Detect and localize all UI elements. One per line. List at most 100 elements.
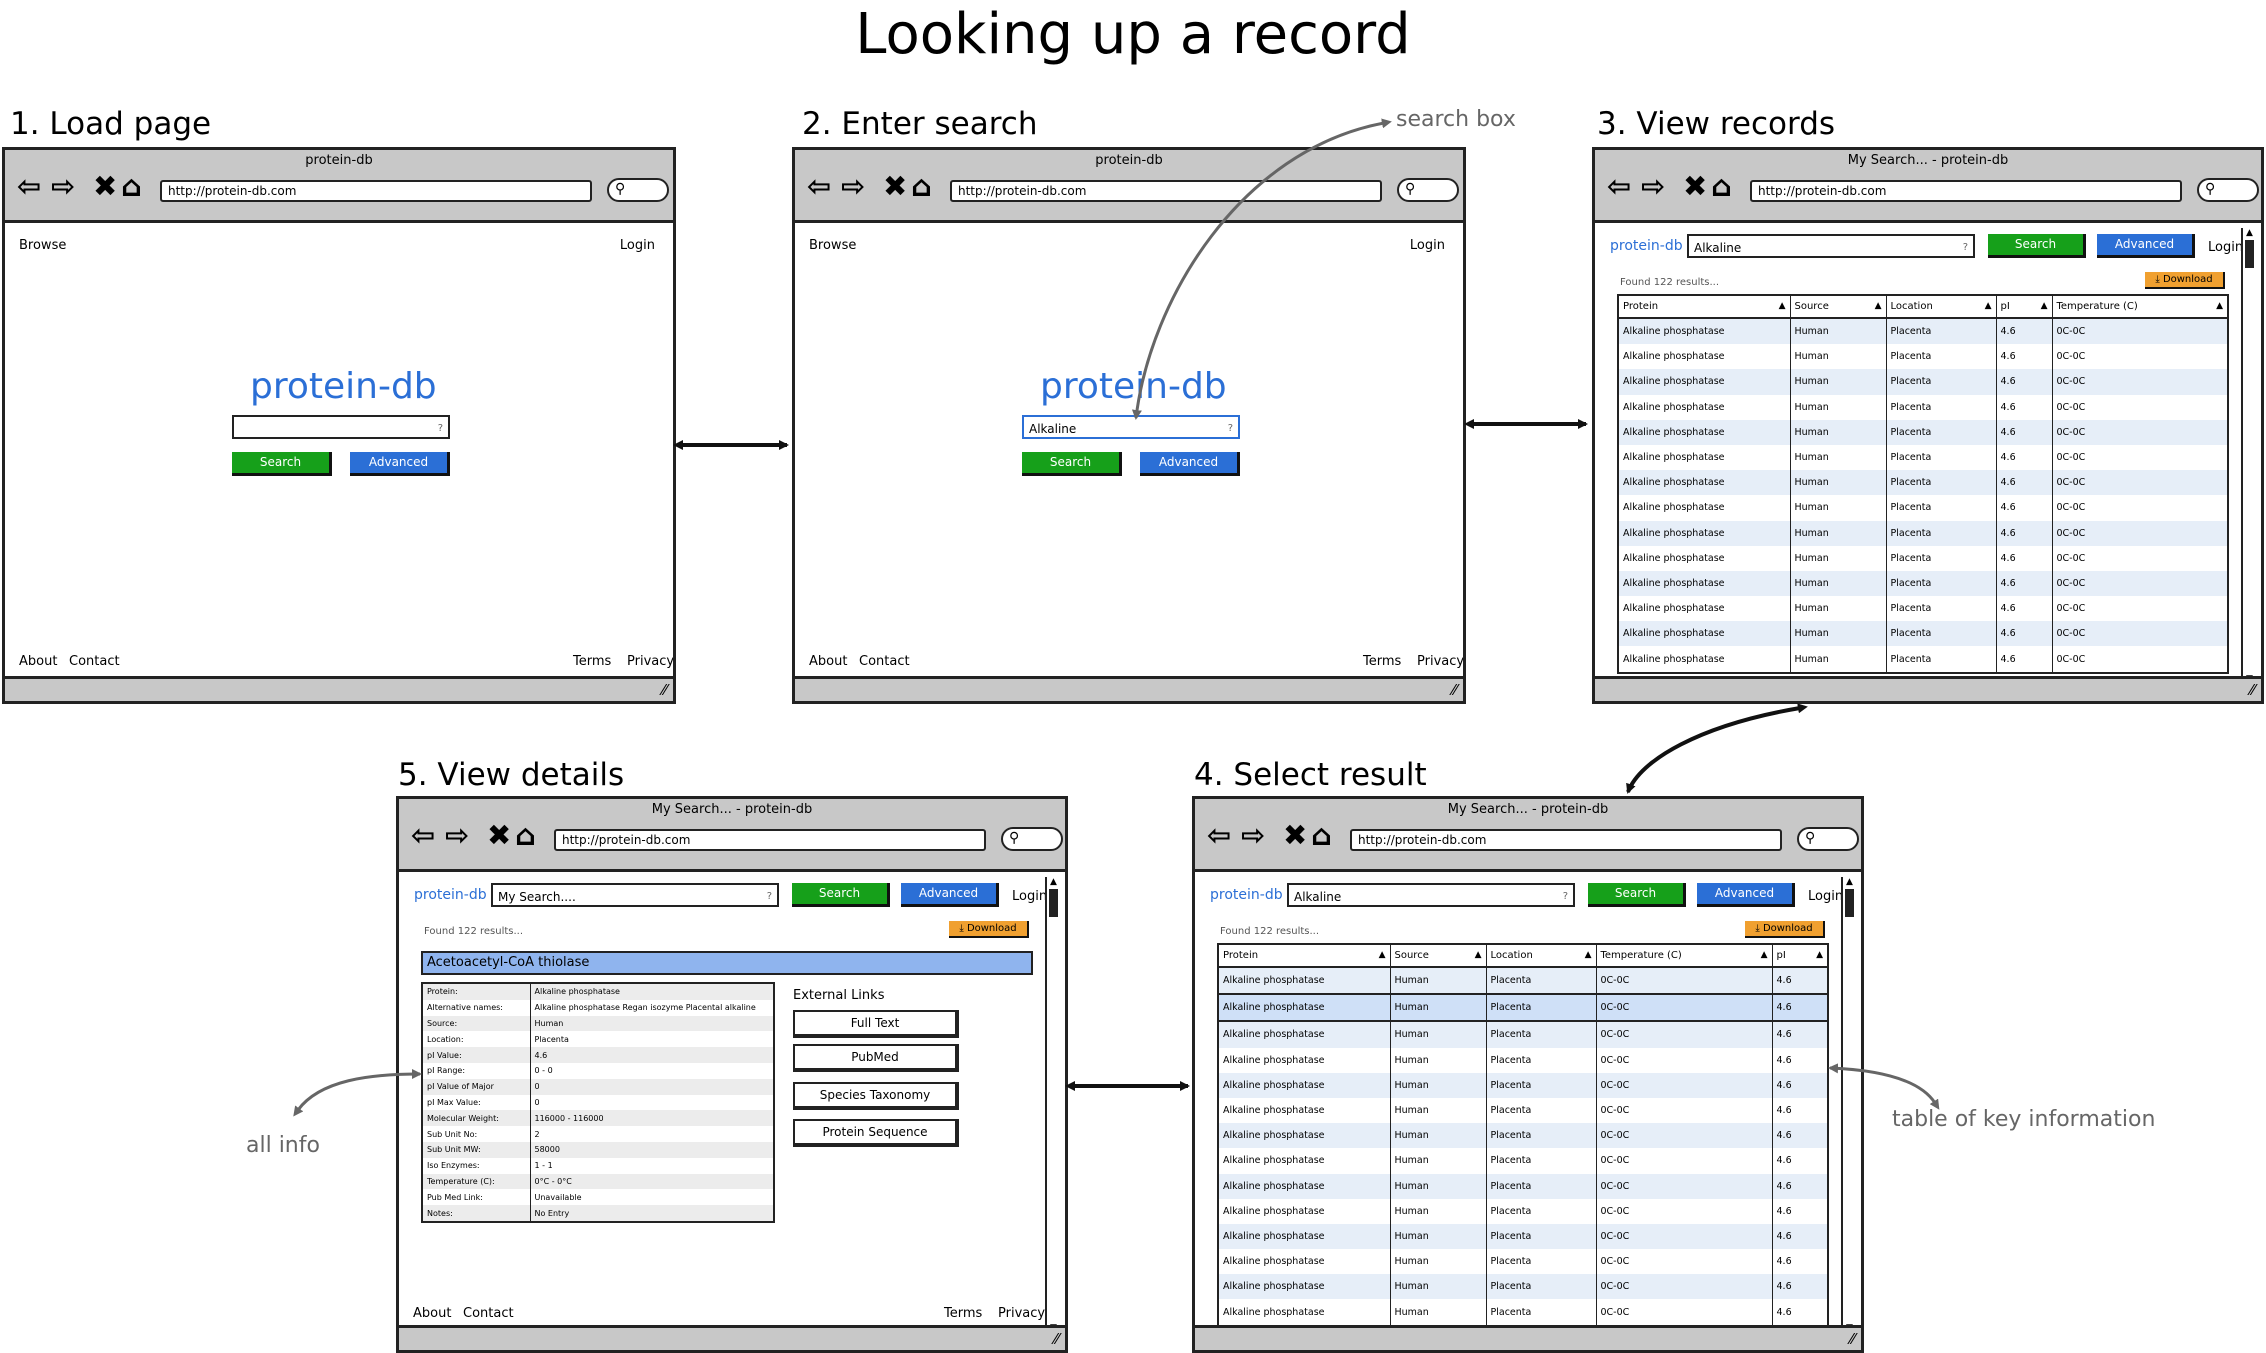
nav-login[interactable]: Login (619, 238, 655, 253)
footer-contact[interactable]: Contact (463, 1306, 514, 1321)
download-button[interactable]: ⤓ Download (949, 921, 1029, 938)
advanced-button[interactable]: Advanced (901, 883, 999, 907)
search-button[interactable]: Search (232, 452, 332, 476)
footer-privacy[interactable]: Privacy (998, 1306, 1046, 1321)
scroll-up-icon[interactable]: ▲ (1846, 877, 1853, 887)
footer-contact[interactable]: Contact (859, 654, 910, 669)
footer-terms[interactable]: Terms (1363, 654, 1402, 669)
browser-search-field[interactable]: ⚲ (1797, 827, 1859, 851)
nav-browse[interactable]: Browse (19, 238, 67, 253)
site-logo[interactable]: protein-db (1210, 887, 1283, 903)
site-logo[interactable]: protein-db (1610, 238, 1683, 254)
download-button[interactable]: ⤓ Download (2145, 272, 2225, 289)
link-pubmed[interactable]: PubMed (793, 1044, 959, 1072)
footer-terms[interactable]: Terms (944, 1306, 983, 1321)
footer-privacy[interactable]: Privacy (1417, 654, 1465, 669)
forward-icon[interactable]: ⇨ (841, 169, 866, 203)
advanced-button[interactable]: Advanced (2097, 234, 2195, 258)
column-header[interactable]: Temperature (C)▲ (1596, 944, 1773, 968)
nav-login[interactable]: Login (2208, 240, 2244, 255)
site-logo[interactable]: protein-db (414, 887, 487, 903)
footer-about[interactable]: About (19, 654, 58, 669)
footer-contact[interactable]: Contact (69, 654, 120, 669)
back-icon[interactable]: ⇦ (411, 818, 436, 852)
url-bar[interactable]: http://protein-db.com (160, 180, 592, 202)
resize-grip-icon[interactable]: ⁄⁄ (2249, 681, 2255, 699)
scroll-up-icon[interactable]: ▲ (2246, 228, 2253, 238)
browser-search-field[interactable]: ⚲ (2197, 178, 2259, 202)
column-header[interactable]: pI▲ (1772, 944, 1829, 968)
scroll-thumb[interactable] (2245, 240, 2254, 268)
nav-login[interactable]: Login (1409, 238, 1445, 253)
home-icon[interactable]: ⌂ (1311, 818, 1332, 852)
nav-browse[interactable]: Browse (809, 238, 857, 253)
column-header[interactable]: Source▲ (1790, 295, 1887, 319)
forward-icon[interactable]: ⇨ (445, 818, 470, 852)
search-input[interactable]: My Search....? (491, 883, 779, 907)
home-icon[interactable]: ⌂ (121, 169, 142, 203)
nav-login[interactable]: Login (1012, 889, 1048, 904)
link-full-text[interactable]: Full Text (793, 1010, 959, 1038)
column-header[interactable]: Location▲ (1486, 944, 1597, 968)
column-header[interactable]: Protein▲ (1618, 295, 1791, 319)
home-icon[interactable]: ⌂ (911, 169, 932, 203)
stop-icon[interactable]: ✖ (93, 169, 118, 203)
forward-icon[interactable]: ⇨ (1641, 169, 1666, 203)
link-species-taxonomy[interactable]: Species Taxonomy (793, 1082, 959, 1110)
column-header[interactable]: Protein▲ (1218, 944, 1391, 968)
column-header[interactable]: pI▲ (1996, 295, 2053, 319)
search-button[interactable]: Search (792, 883, 890, 907)
search-button[interactable]: Search (1022, 452, 1122, 476)
search-input[interactable]: Alkaline? (1022, 415, 1240, 439)
column-header[interactable]: Temperature (C)▲ (2052, 295, 2229, 319)
search-input[interactable]: Alkaline? (1687, 234, 1975, 258)
nav-login[interactable]: Login (1808, 889, 1844, 904)
url-bar[interactable]: http://protein-db.com (1750, 180, 2182, 202)
back-icon[interactable]: ⇦ (807, 169, 832, 203)
column-header[interactable]: Source▲ (1390, 944, 1487, 968)
search-input[interactable]: ? (232, 415, 450, 439)
back-icon[interactable]: ⇦ (1607, 169, 1632, 203)
back-icon[interactable]: ⇦ (17, 169, 42, 203)
search-button[interactable]: Search (1988, 234, 2086, 258)
browser-search-field[interactable]: ⚲ (1397, 178, 1459, 202)
browser-search-field[interactable]: ⚲ (607, 178, 669, 202)
footer-privacy[interactable]: Privacy (627, 654, 675, 669)
column-header[interactable]: Location▲ (1886, 295, 1997, 319)
search-button[interactable]: Search (1588, 883, 1686, 907)
home-icon[interactable]: ⌂ (1711, 169, 1732, 203)
scroll-thumb[interactable] (1845, 889, 1854, 917)
stop-icon[interactable]: ✖ (883, 169, 908, 203)
stop-icon[interactable]: ✖ (1283, 818, 1308, 852)
advanced-button[interactable]: Advanced (1140, 452, 1240, 476)
forward-icon[interactable]: ⇨ (51, 169, 76, 203)
forward-icon[interactable]: ⇨ (1241, 818, 1266, 852)
stop-icon[interactable]: ✖ (1683, 169, 1708, 203)
back-icon[interactable]: ⇦ (1207, 818, 1232, 852)
